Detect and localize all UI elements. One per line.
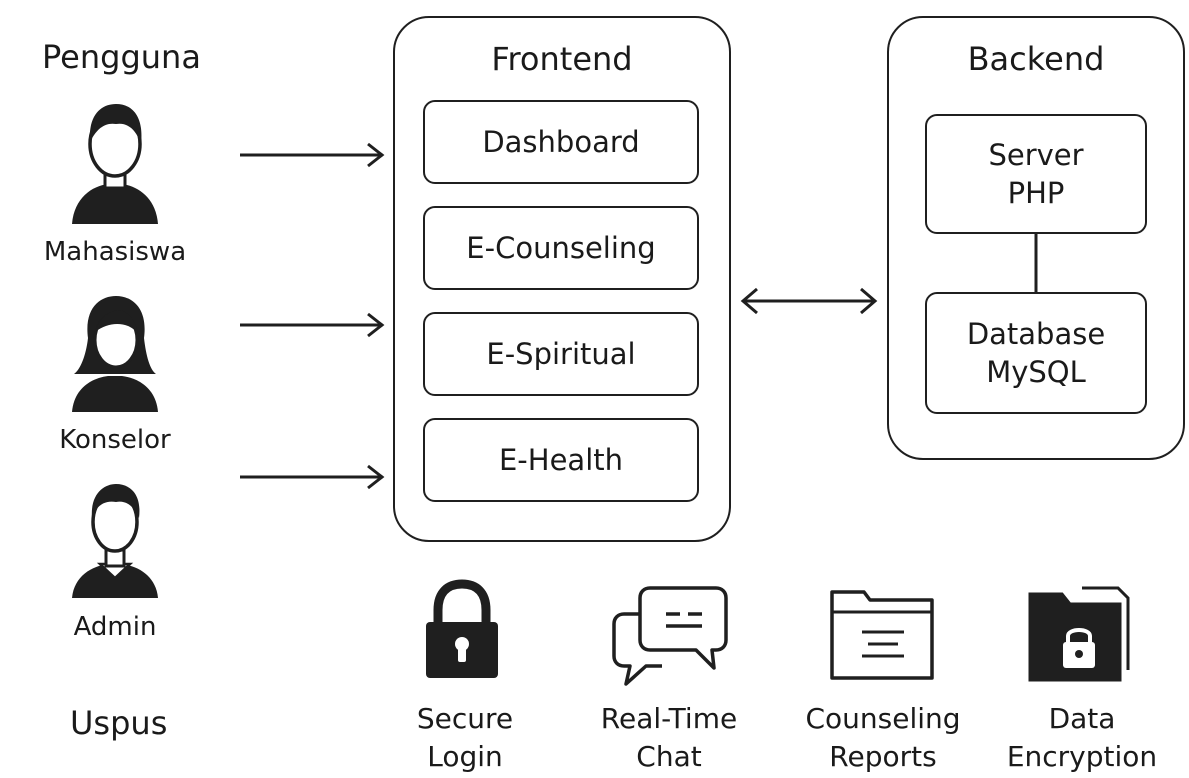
backend-database: Database MySQL (925, 292, 1147, 414)
user-label-admin: Admin (73, 612, 157, 642)
padlock-icon (426, 579, 498, 678)
female-counselor-avatar-icon (72, 296, 158, 412)
male-student-avatar-icon (72, 104, 158, 224)
server-database-connector (1034, 232, 1038, 294)
backend-server-label: Server PHP (988, 138, 1084, 210)
module-e-spiritual: E-Spiritual (423, 312, 699, 396)
users-footer: Uspus (70, 704, 168, 742)
module-dashboard-label: Dashboard (482, 125, 640, 159)
arrow-admin-to-frontend (240, 464, 385, 490)
module-e-counseling: E-Counseling (423, 206, 699, 290)
module-dashboard: Dashboard (423, 100, 699, 184)
user-label-mahasiswa: Mahasiswa (43, 237, 187, 267)
feature-label-data-encryption: Data Encryption (1006, 702, 1158, 773)
feature-label-real-time-chat: Real-Time Chat (600, 702, 738, 773)
feature-label-counseling-reports: Counseling Reports (805, 702, 961, 773)
module-e-health-label: E-Health (498, 443, 623, 477)
arrow-mahasiswa-to-frontend (240, 142, 385, 168)
user-label-konselor: Konselor (59, 425, 171, 455)
feature-label-secure-login: Secure Login (416, 702, 514, 773)
module-e-health: E-Health (423, 418, 699, 502)
backend-database-label: Database MySQL (966, 317, 1106, 389)
arrow-konselor-to-frontend (240, 312, 385, 338)
backend-server: Server PHP (925, 114, 1147, 234)
folder-document-icon (830, 590, 934, 680)
module-e-spiritual-label: E-Spiritual (486, 337, 636, 371)
backend-title: Backend (967, 40, 1105, 78)
bidirectional-arrow-frontend-backend (740, 287, 878, 315)
module-e-counseling-label: E-Counseling (466, 231, 656, 265)
users-title: Pengguna (42, 38, 201, 76)
encrypted-folder-icon (1028, 586, 1130, 682)
chat-bubbles-icon (612, 586, 728, 686)
frontend-title: Frontend (491, 40, 633, 78)
admin-avatar-icon (72, 484, 158, 598)
